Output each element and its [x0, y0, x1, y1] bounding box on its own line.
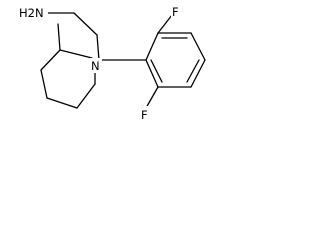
bond-ar-inner-3	[150, 59, 163, 83]
bond-c4-c5	[46, 97, 78, 109]
chemical-structure-diagram: H2N N F F	[18, 4, 206, 122]
bond-c2-methyl	[57, 23, 61, 51]
bond-ar-c1-c2	[145, 32, 159, 61]
bond-c3-c4	[40, 69, 48, 99]
bond-c-f-top	[157, 14, 173, 34]
bond-lines	[40, 12, 206, 109]
bond-ch2-ch	[73, 12, 98, 36]
bond-c-f-bottom	[145, 86, 159, 109]
amine-label: H2N	[19, 6, 44, 20]
bond-ch-n	[96, 34, 100, 61]
fluorine-top-label: F	[172, 5, 179, 19]
bond-c5-c6	[76, 83, 96, 109]
bond-n-c2	[59, 49, 93, 59]
bond-ar-c4-c5	[190, 59, 206, 88]
fluorine-bottom-label: F	[141, 108, 148, 122]
ring-nitrogen-label: N	[91, 59, 100, 73]
bond-ar-inner-2	[186, 59, 200, 83]
atom-labels: H2N N F F	[18, 4, 181, 122]
bond-ar-c6-c1	[145, 59, 159, 88]
bond-ar-c3-c4	[190, 32, 206, 61]
bond-c2-c3	[40, 49, 61, 71]
